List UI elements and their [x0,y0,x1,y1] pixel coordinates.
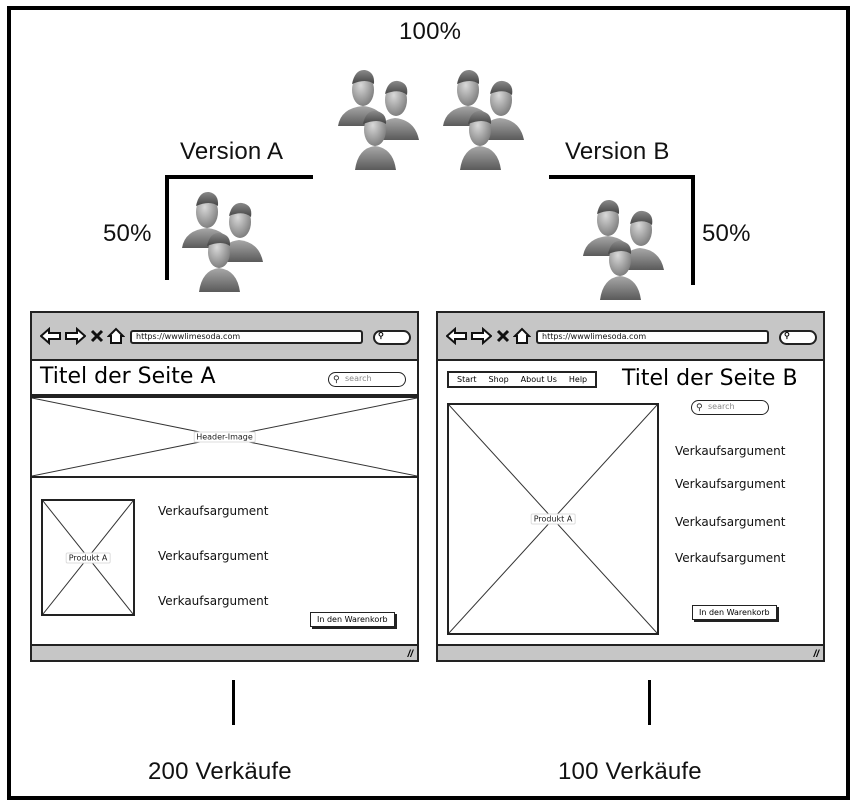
selling-point: Verkaufsargument [675,551,786,565]
search-input[interactable]: ⚲ search [328,372,406,387]
resize-grip-icon[interactable]: // [813,649,819,660]
resize-grip-icon[interactable]: // [407,649,413,660]
url-field[interactable]: https://wwwlimesoda.com [536,330,769,344]
user-group-icon [338,69,419,170]
total-traffic-label: 100% [399,18,462,45]
search-icon: ⚲ [784,331,790,340]
header-image-label: Header-Image [193,431,256,443]
divider [32,394,417,396]
version-b-result: 100 Verkäufe [558,758,702,785]
version-a-share: 50% [103,220,152,247]
search-icon: ⚲ [696,403,703,413]
forward-arrow-icon[interactable] [470,327,492,345]
selling-point: Verkaufsargument [158,504,269,518]
back-arrow-icon[interactable] [40,327,62,345]
version-b-label: Version B [565,138,670,165]
search-input[interactable]: ⚲ search [691,400,769,415]
product-label: Produkt A [530,513,576,525]
selling-point: Verkaufsargument [675,477,786,491]
selling-point: Verkaufsargument [675,444,786,458]
search-icon: ⚲ [333,375,340,385]
split-line-b [549,175,695,179]
result-arrow-a [232,680,235,725]
add-to-cart-button[interactable]: In den Warenkorb [310,612,395,627]
selling-point: Verkaufsargument [158,594,269,608]
browser-toolbar: https://wwwlimesoda.com ⚲ [32,313,417,361]
menu-item-help[interactable]: Help [568,375,588,384]
page-title: Titel der Seite A [40,364,216,389]
close-icon[interactable] [90,327,104,345]
browser-toolbar: https://wwwlimesoda.com ⚲ [438,313,823,361]
nav-menu: Start Shop About Us Help [447,371,598,388]
user-group-icon [443,69,524,170]
page-title: Titel der Seite B [622,366,798,391]
home-icon[interactable] [513,327,531,345]
product-image-placeholder: Produkt A [447,403,659,635]
forward-arrow-icon[interactable] [64,327,86,345]
product-label: Produkt A [65,552,111,563]
version-b-share: 50% [702,220,751,247]
split-line-a [165,175,313,179]
user-group-icon [182,191,263,292]
arrow-shaft-b [691,175,695,285]
menu-item-shop[interactable]: Shop [488,375,509,384]
toolbar-search-field[interactable]: ⚲ [779,330,817,345]
search-icon: ⚲ [378,331,384,340]
product-image-placeholder: Produkt A [41,499,135,616]
toolbar-search-field[interactable]: ⚲ [373,330,411,345]
menu-item-about-us[interactable]: About Us [520,375,557,384]
status-bar: // [438,644,823,660]
version-a-label: Version A [180,138,284,165]
menu-item-start[interactable]: Start [457,375,477,384]
selling-point: Verkaufsargument [158,549,269,563]
search-placeholder: search [345,374,372,383]
user-group-icon [583,199,664,300]
add-to-cart-button[interactable]: In den Warenkorb [692,605,777,620]
mockup-b-browser: https://wwwlimesoda.com ⚲ Start Shop Abo… [436,311,825,662]
version-a-result: 200 Verkäufe [148,758,292,785]
result-arrow-b [648,680,651,725]
selling-point: Verkaufsargument [675,515,786,529]
arrow-shaft-a [165,175,169,280]
header-image-placeholder: Header-Image [32,396,417,478]
close-icon[interactable] [496,327,510,345]
mockup-a-browser: https://wwwlimesoda.com ⚲ Titel der Seit… [30,311,419,662]
back-arrow-icon[interactable] [446,327,468,345]
status-bar: // [32,644,417,660]
url-field[interactable]: https://wwwlimesoda.com [130,330,363,344]
search-placeholder: search [708,402,735,411]
home-icon[interactable] [107,327,125,345]
